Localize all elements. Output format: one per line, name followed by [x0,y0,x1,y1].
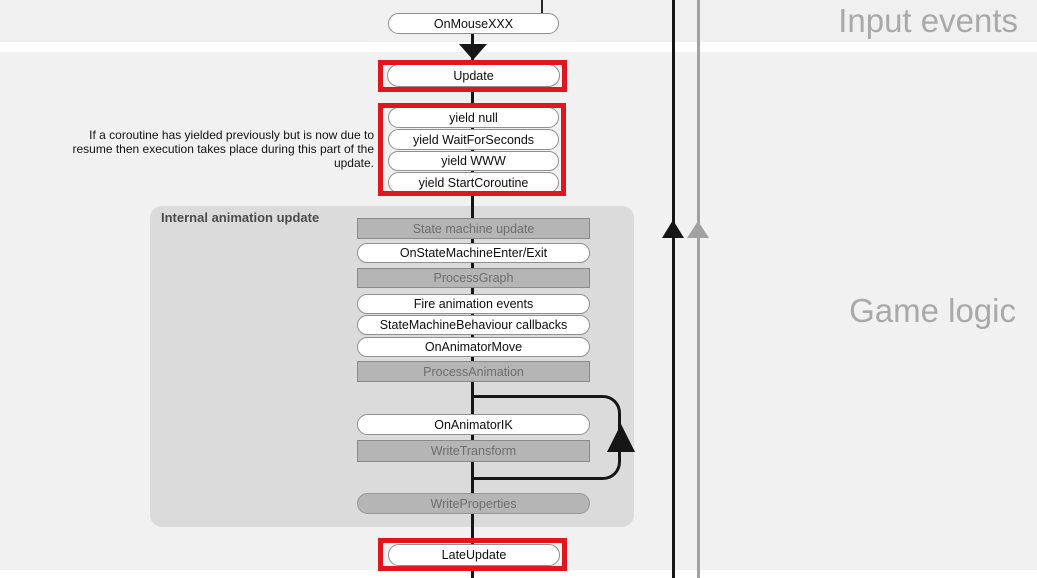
coroutine-note: If a coroutine has yielded previously bu… [40,128,374,170]
node-processanimation: ProcessAnimation [357,361,590,382]
node-label: OnAnimatorMove [424,340,523,354]
node-yield-waitforseconds: yield WaitForSeconds [388,129,559,150]
node-label: yield WWW [441,154,506,168]
node-label: OnStateMachineEnter/Exit [399,246,548,260]
node-lateupdate: LateUpdate [388,544,560,566]
arrow-up-icon [687,221,709,238]
node-label: WriteTransform [430,444,517,458]
node-label: Update [453,68,494,83]
node-label: WriteProperties [430,496,517,511]
node-statemachinebehaviour-callbacks: StateMachineBehaviour callbacks [357,315,590,335]
ik-loop-path [473,395,621,480]
lateupdate-highlight-frame [378,538,567,571]
note-line: update. [333,156,374,170]
game-logic-label: Game logic [849,292,1016,329]
node-fire-animation-events: Fire animation events [357,294,590,314]
node-yield-startcoroutine: yield StartCoroutine [388,172,559,193]
node-onanimatormove: OnAnimatorMove [357,337,590,357]
node-label: ProcessGraph [433,271,514,285]
node-onstatemachineenterexit: OnStateMachineEnter/Exit [357,243,590,263]
update-highlight-frame [378,60,567,92]
arrow-up-icon [607,424,635,452]
node-state-machine-update: State machine update [357,218,590,239]
node-label: StateMachineBehaviour callbacks [379,318,568,332]
arrow-up-icon [662,220,684,238]
yield-highlight-frame [378,103,566,196]
node-processgraph: ProcessGraph [357,268,590,288]
node-label: State machine update [412,221,535,236]
input-events-label: Input events [838,2,1018,39]
internal-animation-title: Internal animation update [161,210,320,225]
arrow-down-icon [459,44,487,60]
note-line: resume then execution takes place during… [72,142,374,156]
node-writeproperties: WriteProperties [357,493,590,514]
node-label: yield WaitForSeconds [412,132,535,147]
node-label: yield StartCoroutine [418,175,529,190]
node-writetransform: WriteTransform [357,440,590,462]
node-label: OnMouseXXX [433,16,514,31]
node-label: yield null [449,110,498,125]
node-yield-www: yield WWW [388,151,559,171]
node-label: ProcessAnimation [423,364,524,379]
frame-loop-line-black [672,0,675,578]
node-update: Update [387,64,560,87]
note-line: If a coroutine has yielded previously bu… [89,128,374,142]
node-label: OnAnimatorIK [434,417,513,432]
frame-loop-line-gray [697,0,700,578]
node-label: LateUpdate [441,548,507,562]
node-label: Fire animation events [413,297,534,311]
incoming-line-stub [541,0,543,13]
node-onmousexxx: OnMouseXXX [388,13,559,34]
node-onanimatorik: OnAnimatorIK [357,414,590,435]
